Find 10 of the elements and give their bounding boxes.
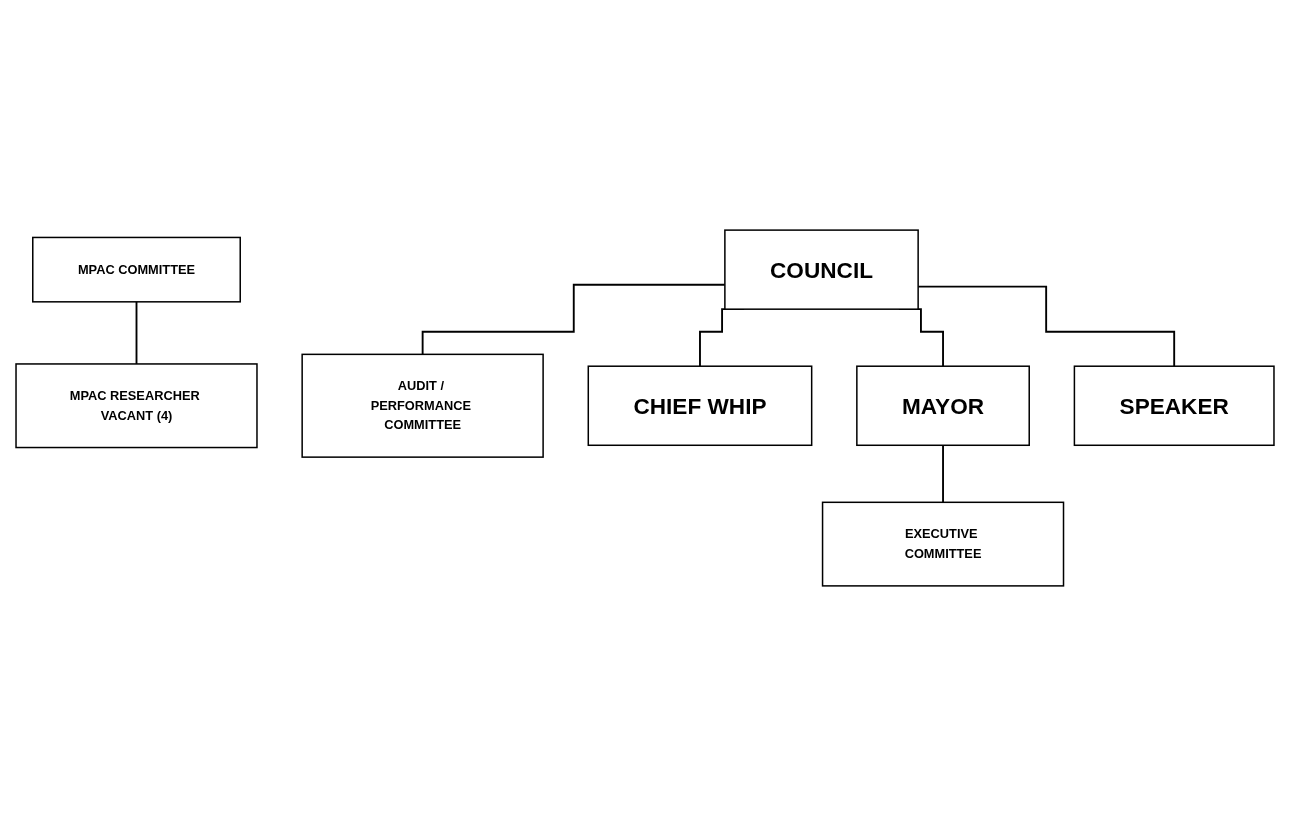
- node-box: AUDIT / PERFORMANCE COMMITTEE: [301, 353, 544, 458]
- connector: [942, 443, 944, 503]
- node-box: CHIEF WHIP: [587, 364, 813, 446]
- node-box: EXECUTIVE COMMITTEE: [821, 501, 1065, 587]
- node-box: MPAC COMMITTEE: [32, 236, 241, 303]
- node-box: COUNCIL: [724, 228, 919, 310]
- node-box: SPEAKER: [1073, 364, 1275, 446]
- connector: [135, 300, 138, 365]
- node-box: MAYOR: [856, 364, 1030, 446]
- node-box: MPAC RESEARCHER VACANT (4): [15, 362, 258, 448]
